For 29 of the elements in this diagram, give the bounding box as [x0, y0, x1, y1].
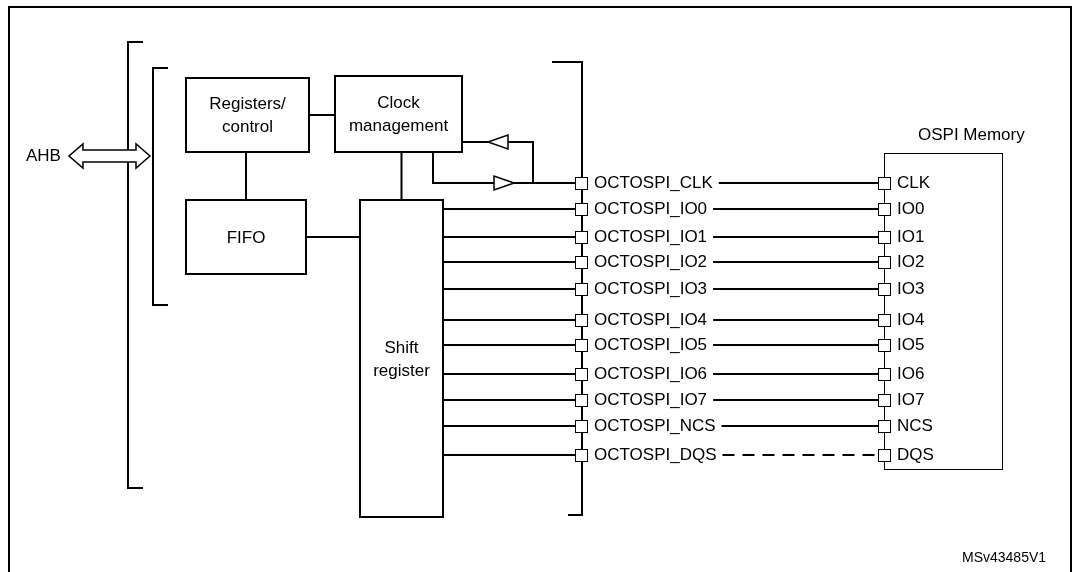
pin-label: IO2	[897, 252, 925, 272]
pin-label: OCTOSPI_IO4	[594, 310, 708, 330]
pin-label: OCTOSPI_IO0	[594, 199, 708, 219]
pin-label: OCTOSPI_CLK	[594, 173, 713, 193]
pin-label: DQS	[897, 445, 934, 465]
bus-label: AHB	[26, 146, 61, 166]
pin-label: OCTOSPI_IO1	[594, 227, 708, 247]
pin-label: IO7	[897, 390, 925, 410]
memory-title: OSPI Memory	[918, 125, 1025, 145]
pin-label: OCTOSPI_IO7	[594, 390, 708, 410]
pin-label: OCTOSPI_DQS	[594, 445, 717, 465]
pin-label: OCTOSPI_IO5	[594, 335, 708, 355]
pin-label: CLK	[897, 173, 931, 193]
pin-label: IO4	[897, 310, 925, 330]
function-block: FIFO	[185, 199, 307, 275]
pin-label: IO1	[897, 227, 925, 247]
figure-id: MSv43485V1	[962, 549, 1047, 565]
function-block: Shift register	[359, 199, 444, 518]
pin-label: NCS	[897, 416, 933, 436]
pin-label: IO6	[897, 364, 925, 384]
function-block: Clock management	[334, 75, 463, 153]
pin-label: OCTOSPI_IO6	[594, 364, 708, 384]
function-block: Registers/ control	[185, 77, 310, 153]
pin-label: IO5	[897, 335, 925, 355]
pin-label: IO0	[897, 199, 925, 219]
pin-label: OCTOSPI_IO2	[594, 252, 708, 272]
pin-label: OCTOSPI_NCS	[594, 416, 716, 436]
pin-label: IO3	[897, 279, 925, 299]
pin-label: OCTOSPI_IO3	[594, 279, 708, 299]
